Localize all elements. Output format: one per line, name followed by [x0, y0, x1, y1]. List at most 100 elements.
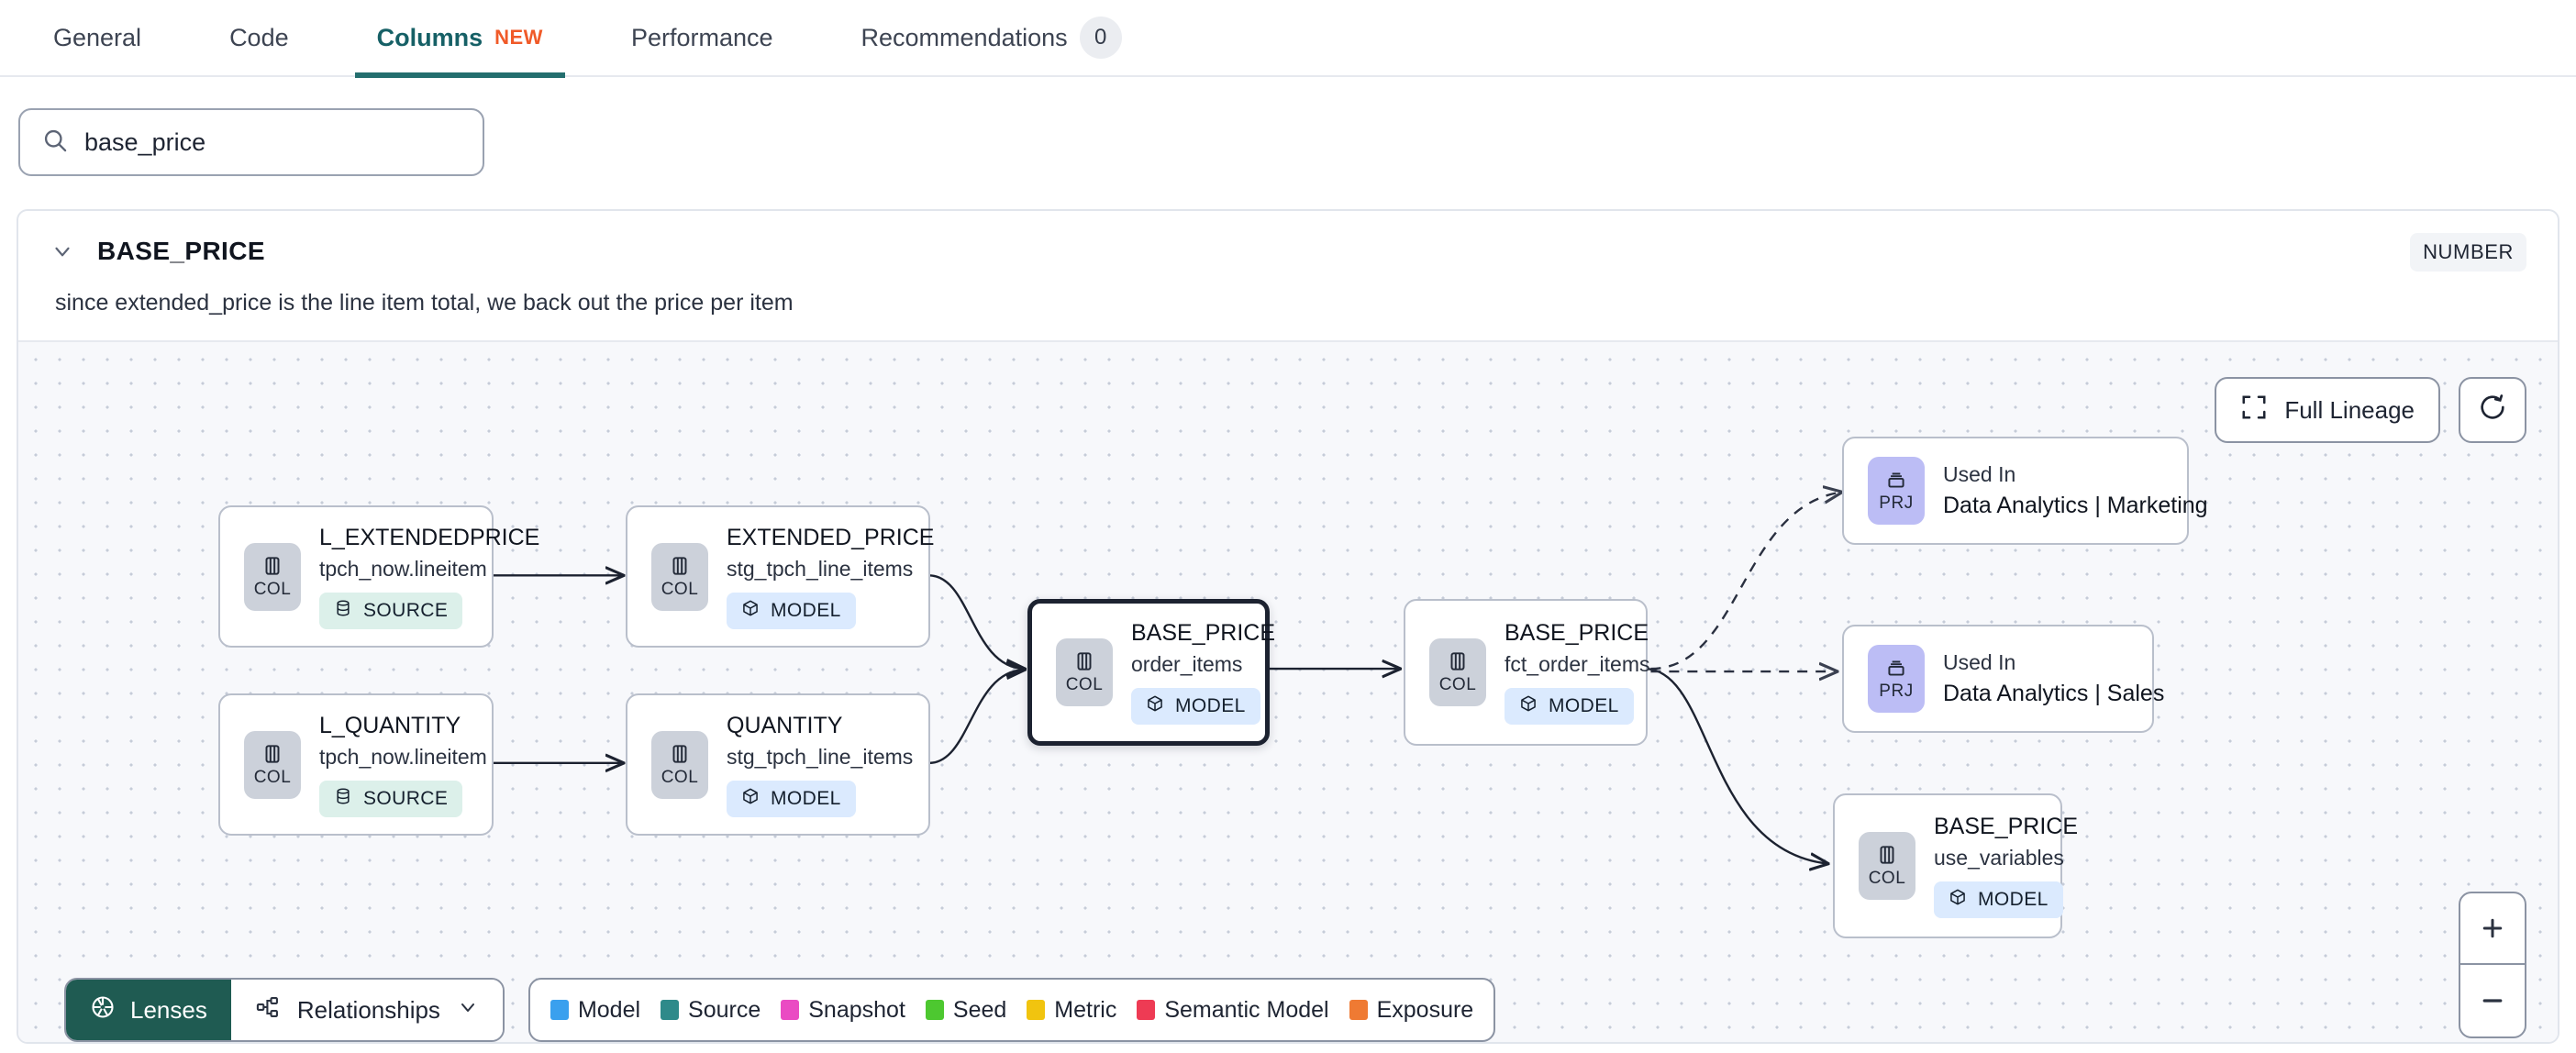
lineage-node-selected[interactable]: COL BASE_PRICE order_items MODEL [1027, 599, 1275, 746]
node-used-in-label: Used In [1943, 462, 2016, 486]
node-type-badge: SOURCE [319, 780, 463, 817]
tab-code-label: Code [229, 23, 289, 51]
legend-label: Snapshot [808, 996, 905, 1023]
node-type-badge: MODEL [727, 592, 856, 629]
legend-swatch [925, 1000, 944, 1020]
column-type-badge: NUMBER [2410, 233, 2526, 272]
legend-item-seed: Seed [925, 996, 1007, 1024]
search-area [0, 77, 2576, 176]
node-badge-label: MODEL [1549, 695, 1619, 716]
node-subtitle: fct_order_items [1505, 652, 1650, 676]
col-icon-label: COL [661, 579, 699, 599]
tab-recommendations-label: Recommendations [861, 23, 1068, 51]
tab-general[interactable]: General [53, 0, 141, 76]
relationships-label: Relationships [296, 995, 440, 1024]
node-name: L_QUANTITY [319, 712, 461, 738]
tab-columns[interactable]: Columns NEW [354, 0, 566, 78]
tab-bar: General Code Columns NEW Performance Rec… [0, 0, 2576, 78]
legend-label: Semantic Model [1164, 996, 1329, 1023]
legend-swatch [1137, 1000, 1156, 1020]
legend-item-snapshot: Snapshot [781, 997, 905, 1024]
search-box[interactable] [18, 108, 484, 176]
node-subtitle: tpch_now.lineitem [319, 744, 487, 769]
col-icon: COL [244, 730, 301, 799]
node-type-badge: MODEL [1505, 688, 1634, 725]
tab-code[interactable]: Code [229, 0, 289, 76]
zoom-out-button[interactable] [2460, 965, 2525, 1036]
lineage-node-project[interactable]: PRJ Used In Data Analytics | Marketing [1842, 437, 2208, 545]
legend-item-exposure: Exposure [1349, 997, 1473, 1024]
node-type-badge: MODEL [1934, 881, 2063, 918]
col-icon-label: COL [253, 579, 292, 599]
relationships-dropdown[interactable]: Relationships [230, 980, 503, 1040]
tab-recommendations[interactable]: Recommendations 0 [861, 0, 1122, 76]
node-used-in-label: Used In [1943, 650, 2016, 674]
node-name: BASE_PRICE [1505, 620, 1649, 646]
legend-label: Source [688, 996, 761, 1023]
node-project-name: Data Analytics | Marketing [1943, 493, 2208, 518]
recommendations-count-badge: 0 [1079, 17, 1122, 59]
lineage-node[interactable]: COL L_EXTENDEDPRICE tpch_now.lineitem SO… [218, 505, 540, 648]
cube-icon [741, 787, 760, 811]
node-project-name: Data Analytics | Sales [1943, 681, 2165, 706]
col-icon: COL [651, 542, 708, 611]
lineage-node[interactable]: COL BASE_PRICE fct_order_items MODEL [1404, 599, 1650, 746]
legend-item-semantic-model: Semantic Model [1137, 996, 1329, 1024]
tab-general-label: General [53, 23, 142, 51]
legend-swatch [661, 1000, 680, 1020]
lenses-label: Lenses [130, 995, 207, 1024]
node-subtitle: stg_tpch_line_items [727, 556, 914, 581]
tab-performance[interactable]: Performance [631, 0, 773, 76]
lineage-node[interactable]: COL QUANTITY stg_tpch_line_items MODEL [626, 693, 930, 836]
expand-icon [2240, 393, 2268, 427]
node-badge-label: MODEL [1175, 695, 1246, 716]
node-badge-label: SOURCE [363, 599, 449, 621]
col-icon: COL [244, 542, 301, 611]
col-icon-label: COL [661, 767, 699, 787]
column-header: BASE_PRICE NUMBER [18, 211, 2558, 272]
node-type-badge: MODEL [727, 780, 856, 817]
new-badge: NEW [494, 26, 543, 49]
column-panel: BASE_PRICE NUMBER since extended_price i… [17, 209, 2559, 1044]
lineage-canvas[interactable]: Full Lineage COL L_EXTENDEDPRICE tpc [18, 340, 2558, 1042]
cube-icon [741, 599, 760, 623]
search-input[interactable] [84, 127, 461, 157]
lineage-node-project[interactable]: PRJ Used In Data Analytics | Sales [1842, 625, 2165, 733]
node-name: L_EXTENDEDPRICE [319, 524, 540, 550]
canvas-bottom-bar: Lenses Relationships [64, 978, 1496, 1042]
lineage-node[interactable]: COL EXTENDED_PRICE stg_tpch_line_items M… [626, 505, 935, 648]
aperture-icon [90, 994, 116, 1026]
legend-label: Model [577, 996, 641, 1023]
legend-swatch [1349, 1000, 1368, 1020]
chevron-down-icon[interactable] [50, 238, 75, 264]
chevron-down-icon [457, 996, 479, 1025]
refresh-button[interactable] [2459, 377, 2526, 443]
full-lineage-label: Full Lineage [2284, 395, 2415, 424]
canvas-toolbar: Full Lineage [2215, 377, 2526, 443]
legend-item-model: Model [550, 997, 640, 1024]
node-type-badge: SOURCE [319, 592, 463, 629]
node-type-badge: MODEL [1131, 688, 1260, 725]
database-icon [334, 599, 352, 623]
col-icon: COL [1429, 638, 1486, 706]
prj-icon: PRJ [1868, 645, 1925, 713]
lineage-node[interactable]: COL BASE_PRICE use_variables MODEL [1833, 793, 2078, 938]
node-badge-label: MODEL [1978, 889, 2049, 910]
page-title: BASE_PRICE [97, 237, 265, 265]
legend-label: Metric [1054, 996, 1117, 1023]
node-name: QUANTITY [727, 712, 843, 738]
node-subtitle: use_variables [1934, 846, 2064, 870]
legend-swatch [781, 1000, 800, 1020]
lineage-node[interactable]: COL L_QUANTITY tpch_now.lineitem SOURCE [218, 693, 494, 836]
lenses-button[interactable]: Lenses [66, 980, 231, 1040]
legend-label: Seed [952, 996, 1007, 1023]
prj-icon: PRJ [1868, 457, 1925, 525]
hierarchy-icon [255, 994, 281, 1026]
node-name: EXTENDED_PRICE [727, 524, 935, 550]
prj-icon-label: PRJ [1879, 493, 1914, 513]
full-lineage-button[interactable]: Full Lineage [2215, 377, 2440, 443]
lineage-legend: Model Source Snapshot Seed Metric [527, 978, 1496, 1042]
lenses-relationships-group: Lenses Relationships [64, 978, 505, 1042]
zoom-in-button[interactable] [2460, 893, 2525, 965]
column-description: since extended_price is the line item to… [55, 290, 794, 316]
